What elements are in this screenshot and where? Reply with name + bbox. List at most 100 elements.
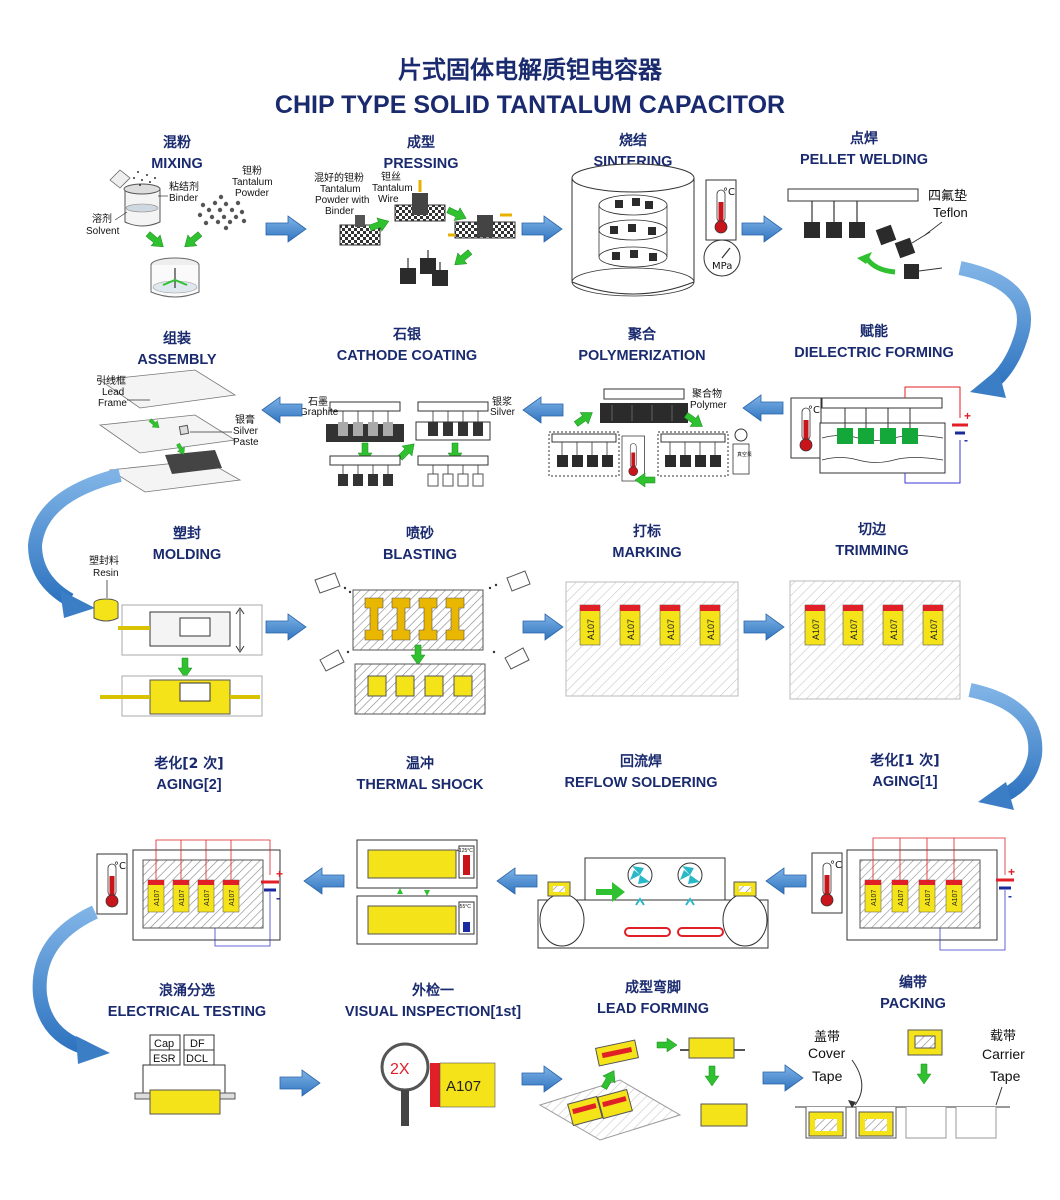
curved-flow-arrow [27, 468, 122, 607]
step-label-en: LEAD FORMING [597, 1001, 709, 1017]
step-label-cn: 成型弯脚 [625, 980, 681, 996]
chip-marking: A107 [179, 890, 186, 906]
step-dielectric-forming: 赋能 DIELECTRIC FORMING [754, 322, 994, 364]
cold-temp-label: -55°C [458, 904, 471, 910]
chip-marking: A107 [586, 619, 596, 640]
chip-marking: A107 [952, 890, 959, 906]
flow-arrow [521, 215, 563, 243]
step-blasting: 喷砂 BLASTING [300, 524, 540, 566]
step-thermal-shock: 温冲 THERMAL SHOCK [300, 754, 540, 796]
step-label-cn: 烧结 [619, 133, 647, 149]
step-assembly: 组装 ASSEMBLY [57, 329, 297, 371]
lead-forming-illustration [538, 1037, 748, 1141]
step-lead-forming: 成型弯脚 LEAD FORMING [533, 978, 773, 1020]
chip-marking: A107 [871, 890, 878, 906]
page-title-cn: 片式固体电解质钽电容器 [398, 56, 662, 84]
mpa-label: MPa [712, 261, 732, 272]
pellet-welding-illustration: 四氟垫 Teflon [787, 188, 968, 279]
step-label-cn: 回流焊 [620, 754, 662, 770]
step-label-en: THERMAL SHOCK [356, 777, 484, 793]
curved-flow-arrow [32, 905, 99, 1055]
step-cathode-coating: 石银 CATHODE COATING [287, 325, 527, 367]
step-label-cn: 切边 [858, 522, 886, 538]
polymer-label-en: Polymer [690, 400, 727, 411]
silver-paste-label-en2: Paste [233, 437, 259, 448]
chip-marking: A107 [666, 619, 676, 640]
trimming-illustration: A107 A107 A107 A107 [789, 580, 961, 700]
celsius-label: °C [114, 861, 126, 872]
inspected-chip-marking: A107 [446, 1078, 481, 1095]
graphite-label-en: Graphite [300, 407, 339, 418]
mixed-powder-label-en1: Tantalum [320, 184, 361, 195]
assembly-illustration: 引线框 Lead Frame 银膏 Silver Paste [96, 369, 259, 493]
aging-1-illustration: °C A107 A107 A107 A107 + - [811, 837, 1015, 951]
step-label-en: PACKING [880, 996, 946, 1012]
sintering-illustration: °C MPa [571, 163, 741, 297]
step-label-cn: 老化[1 次] [870, 753, 940, 769]
step-label-cn: 打标 [633, 524, 661, 540]
step-label-cn: 组装 [163, 331, 191, 347]
flow-arrow [265, 215, 307, 243]
step-mixing: 混粉 MIXING [57, 133, 297, 175]
plus-sign: + [276, 867, 283, 881]
step-label-cn: 赋能 [860, 324, 888, 340]
solvent-label-cn: 溶剂 [92, 212, 112, 225]
step-aging-2: 老化[2 次] AGING[2] [69, 754, 309, 796]
polymer-label-cn: 聚合物 [692, 387, 722, 400]
magnification-label: 2X [390, 1061, 410, 1078]
mixed-powder-label-cn: 混好的钽粉 [314, 171, 364, 184]
molding-illustration: 塑封料 Resin [89, 554, 263, 717]
step-packing: 编带 PACKING [793, 973, 1033, 1015]
dcl-label: DCL [186, 1053, 208, 1065]
chip-marking: A107 [626, 619, 636, 640]
resin-label-en: Resin [93, 568, 119, 579]
cap-label: Cap [154, 1038, 174, 1050]
flow-arrow [303, 867, 345, 895]
mixing-illustration: 粘结剂 Binder 溶剂 Solvent 钽粉 Tantalum Powder [86, 164, 273, 298]
silver-label-cn: 银浆 [492, 395, 512, 408]
step-trimming: 切边 TRIMMING [752, 520, 992, 562]
step-electrical-testing: 浪涌分选 ELECTRICAL TESTING [67, 981, 307, 1023]
teflon-label-cn: 四氟垫 [928, 188, 967, 204]
step-label-en: AGING[1] [872, 774, 938, 790]
step-label-en: CATHODE COATING [336, 348, 478, 364]
ta-wire-label-cn: 钽丝 [381, 170, 401, 183]
cathode-coating-illustration: 石墨 Graphite 银浆 Silver [300, 395, 516, 487]
teflon-label-en: Teflon [933, 205, 968, 220]
chip-marking: A107 [154, 890, 161, 906]
lead-frame-label-en1: Lead [102, 387, 124, 398]
flow-arrow [522, 613, 564, 641]
step-label-cn: 外检一 [412, 983, 454, 999]
step-label-en: BLASTING [382, 547, 458, 563]
ta-powder-label-en2: Powder [235, 188, 270, 199]
plus-sign: + [1008, 865, 1015, 879]
polymerization-illustration: 聚合物 Polymer 真空泵 [548, 387, 752, 488]
flow-arrow [496, 867, 538, 895]
ta-powder-label-cn: 钽粉 [242, 164, 262, 177]
curved-flow-arrow [968, 683, 1043, 804]
celsius-label: °C [830, 860, 842, 871]
chip-marking: A107 [811, 619, 821, 640]
chip-marking: A107 [925, 890, 932, 906]
binder-label-cn: 粘结剂 [169, 180, 199, 193]
carrier-tape-label-cn: 载带 [990, 1029, 1016, 1044]
pressing-illustration: 混好的钽粉 Tantalum Powder with Binder 钽丝 Tan… [314, 170, 516, 286]
step-label-en: PELLET WELDING [799, 152, 929, 168]
thermal-shock-illustration: +125°C -55°C [356, 839, 478, 945]
step-label-en: PRESSING [383, 156, 459, 172]
flow-arrow [521, 1065, 563, 1093]
resin-label-cn: 塑封料 [89, 554, 119, 567]
flow-arrow [743, 613, 785, 641]
flow-arrow [742, 394, 784, 422]
mixed-powder-label-en2: Powder with [315, 195, 369, 206]
step-label-cn: 混粉 [163, 135, 191, 151]
silver-label-en: Silver [490, 407, 516, 418]
lead-frame-label-en2: Frame [98, 398, 127, 409]
flow-arrow [765, 867, 807, 895]
step-label-en: POLYMERIZATION [578, 348, 706, 364]
minus-sign: - [276, 891, 280, 905]
marking-illustration: A107 A107 A107 A107 [565, 581, 739, 697]
step-label-cn: 塑封 [173, 526, 201, 542]
cover-tape-label-en2: Tape [812, 1068, 843, 1084]
